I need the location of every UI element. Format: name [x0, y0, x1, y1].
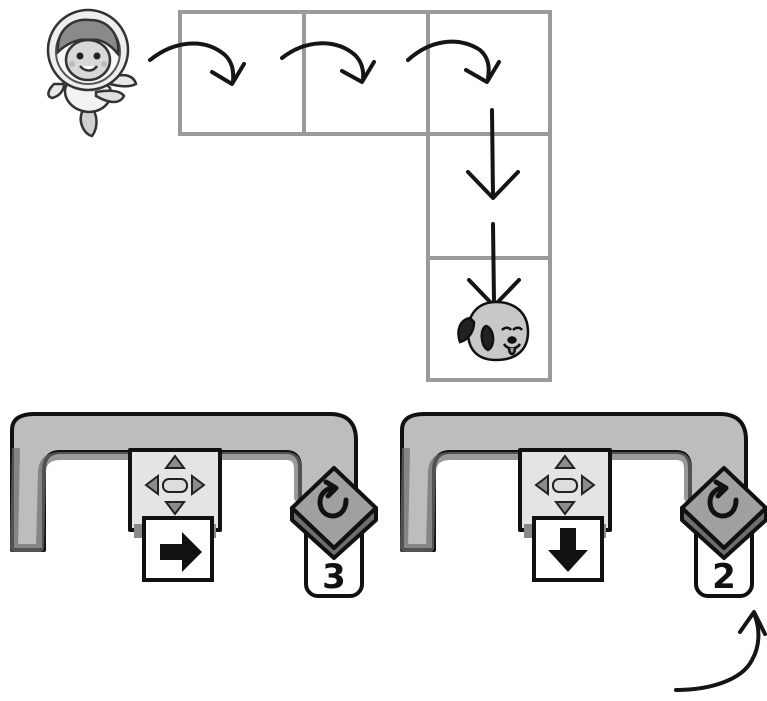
turn-arrow-3 [406, 39, 501, 84]
repeat-icon [317, 479, 349, 519]
loop-bracket [400, 412, 748, 552]
grid-cell-5 [426, 256, 552, 382]
turn-arrow-1 [148, 41, 246, 86]
right-arrow-icon [160, 532, 202, 572]
repeat-tab [680, 466, 767, 598]
astronaut-girl-icon [46, 8, 138, 138]
repeat-icon [707, 479, 739, 519]
turn-arrow-2 [280, 41, 376, 84]
direction-card-down [532, 516, 604, 582]
dog-icon [457, 300, 530, 362]
repeat-count: 3 [322, 557, 346, 597]
path-grid [178, 10, 552, 382]
loop-block-down[interactable]: 2 [400, 412, 767, 598]
pointer-arrow [674, 610, 767, 692]
down-arrow-icon [548, 528, 588, 572]
path-arrows [148, 39, 521, 308]
move-arrows-icon [144, 454, 206, 516]
loop-bracket [10, 412, 358, 552]
grid-cell-1 [178, 10, 306, 136]
repeat-tab [290, 466, 378, 598]
loop-block-right[interactable]: 3 [10, 412, 378, 598]
down-arrow-1 [466, 108, 520, 200]
move-arrows-icon [534, 454, 596, 516]
down-arrow-2 [467, 222, 521, 308]
repeat-count: 2 [712, 557, 736, 597]
direction-card-right [142, 516, 214, 582]
